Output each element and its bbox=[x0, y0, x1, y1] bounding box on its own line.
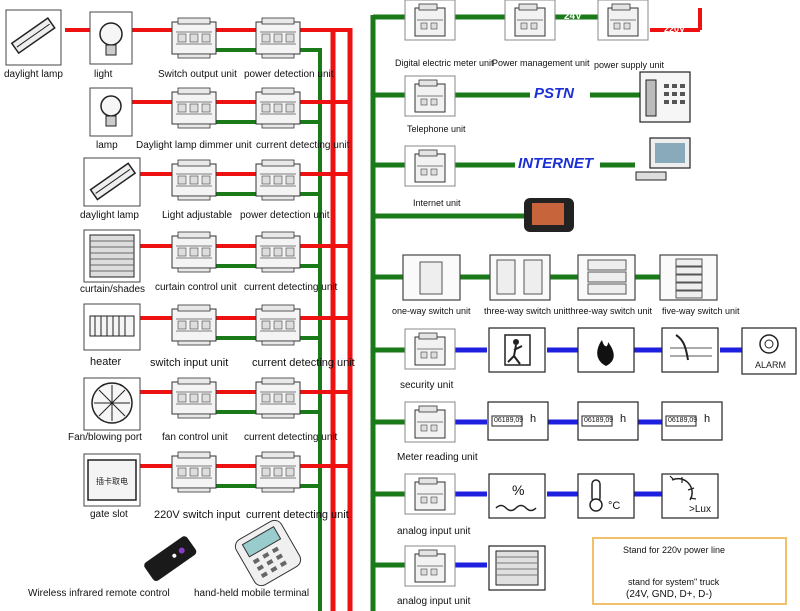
telephone-unit-label: Telephone unit bbox=[407, 124, 466, 134]
five-way-switch-label: five-way switch unit bbox=[662, 306, 740, 316]
analog-unit-label-2: analog input unit bbox=[397, 596, 471, 607]
legend-green-detail: (24V, GND, D+, D-) bbox=[626, 589, 713, 600]
device-label-daylight-lamp-2: daylight lamp bbox=[80, 210, 139, 221]
controller-label-1: Switch output unit bbox=[158, 69, 237, 80]
lamp-icon bbox=[89, 87, 133, 137]
switch-panels bbox=[402, 254, 718, 301]
legend-red-text: Stand for 220v power line bbox=[623, 545, 726, 555]
device-label-gate-slot: gate slot bbox=[90, 509, 128, 520]
heater-icon bbox=[83, 303, 141, 351]
humidity-symbol: % bbox=[512, 482, 525, 498]
telephone-icon bbox=[639, 71, 691, 123]
controller-label-2: Daylight lamp dimmer unit bbox=[136, 140, 252, 151]
three-way-switch-label-a: three-way switch unit bbox=[484, 306, 569, 316]
handheld-label: hand-held mobile terminal bbox=[194, 588, 310, 599]
gate-slot-icon: 插卡取电 bbox=[83, 453, 141, 507]
curtain-icon bbox=[83, 229, 141, 283]
one-way-switch-label: one-way switch unit bbox=[392, 306, 471, 316]
daylight-lamp-2-icon bbox=[83, 157, 141, 207]
label-24v: 24V bbox=[564, 11, 582, 22]
gate-card-text: 插卡取电 bbox=[96, 476, 128, 486]
alarm-label: ALARM bbox=[755, 360, 787, 370]
fan-icon bbox=[83, 377, 141, 431]
three-way-switch-label-b: three-way switch unit bbox=[568, 306, 653, 316]
detector-label-4: current detecting unit bbox=[244, 282, 338, 293]
right-bus-branches bbox=[373, 14, 660, 568]
meter-unit-label: Digital electric meter unit bbox=[395, 58, 494, 68]
lux-label: >Lux bbox=[689, 504, 711, 515]
internet-label: INTERNET bbox=[518, 155, 593, 172]
analog-unit-label-1: analog input unit bbox=[397, 526, 471, 537]
meter-reading-unit-label: Meter reading unit bbox=[397, 452, 478, 463]
device-label-heater: heater bbox=[90, 356, 122, 368]
detector-label-1: power detection unit bbox=[244, 69, 334, 80]
analog-sensors bbox=[488, 473, 719, 591]
remote-label: Wireless infrared remote control bbox=[28, 588, 170, 599]
device-label-fan: Fan/blowing port bbox=[68, 432, 142, 443]
security-sensors bbox=[488, 327, 797, 375]
controller-label-3: Light adjustable bbox=[162, 210, 233, 221]
signal-lines bbox=[455, 347, 742, 568]
device-label-light: light bbox=[94, 69, 113, 80]
daylight-lamp-icon bbox=[5, 9, 62, 66]
label-220v: 220V bbox=[664, 24, 686, 34]
meter-unit-h-3: h bbox=[704, 413, 711, 425]
device-label-lamp: lamp bbox=[96, 140, 118, 151]
remote-control-icon bbox=[144, 536, 197, 581]
pstn-label: PSTN bbox=[534, 85, 575, 102]
controller-label-6: fan control unit bbox=[162, 432, 228, 443]
meter-reading-2: 06189,09 bbox=[584, 417, 614, 424]
alarm-icon bbox=[741, 327, 797, 375]
power-management-label: Power management unit bbox=[492, 58, 590, 68]
meter-reading-3: 06189,09 bbox=[668, 417, 698, 424]
detector-label-7: current detecting unit bbox=[246, 509, 349, 521]
handheld-terminal-icon bbox=[234, 519, 302, 587]
legend-green-text: stand for system" truck bbox=[628, 577, 720, 587]
legend bbox=[592, 537, 787, 605]
detector-modules bbox=[255, 17, 301, 493]
device-label-curtain: curtain/shades bbox=[80, 284, 146, 295]
detector-label-3: power detection unit bbox=[240, 210, 330, 221]
touch-panel-icon bbox=[524, 198, 574, 232]
controller-label-7: 220V switch input bbox=[154, 509, 241, 521]
controller-label-4: curtain control unit bbox=[155, 282, 237, 293]
meter-reading-1: 06189,09 bbox=[494, 417, 524, 424]
meter-unit-h-2: h bbox=[620, 413, 627, 425]
controller-modules bbox=[171, 17, 217, 493]
detector-label-5: current detecting unit bbox=[252, 357, 355, 369]
detector-label-6: current detecting unit bbox=[244, 432, 338, 443]
computer-icon bbox=[635, 137, 691, 181]
internet-unit-label: Internet unit bbox=[413, 198, 461, 208]
temperature-unit: °C bbox=[608, 500, 621, 512]
detector-label-2: current detecting unit bbox=[256, 140, 350, 151]
meter-unit-h-1: h bbox=[530, 413, 537, 425]
controller-label-5: switch input unit bbox=[150, 357, 229, 369]
light-bulb-icon bbox=[89, 11, 133, 65]
security-unit-label: security unit bbox=[400, 380, 454, 391]
device-label-daylight-lamp: daylight lamp bbox=[4, 69, 63, 80]
power-supply-label: power supply unit bbox=[594, 60, 665, 70]
